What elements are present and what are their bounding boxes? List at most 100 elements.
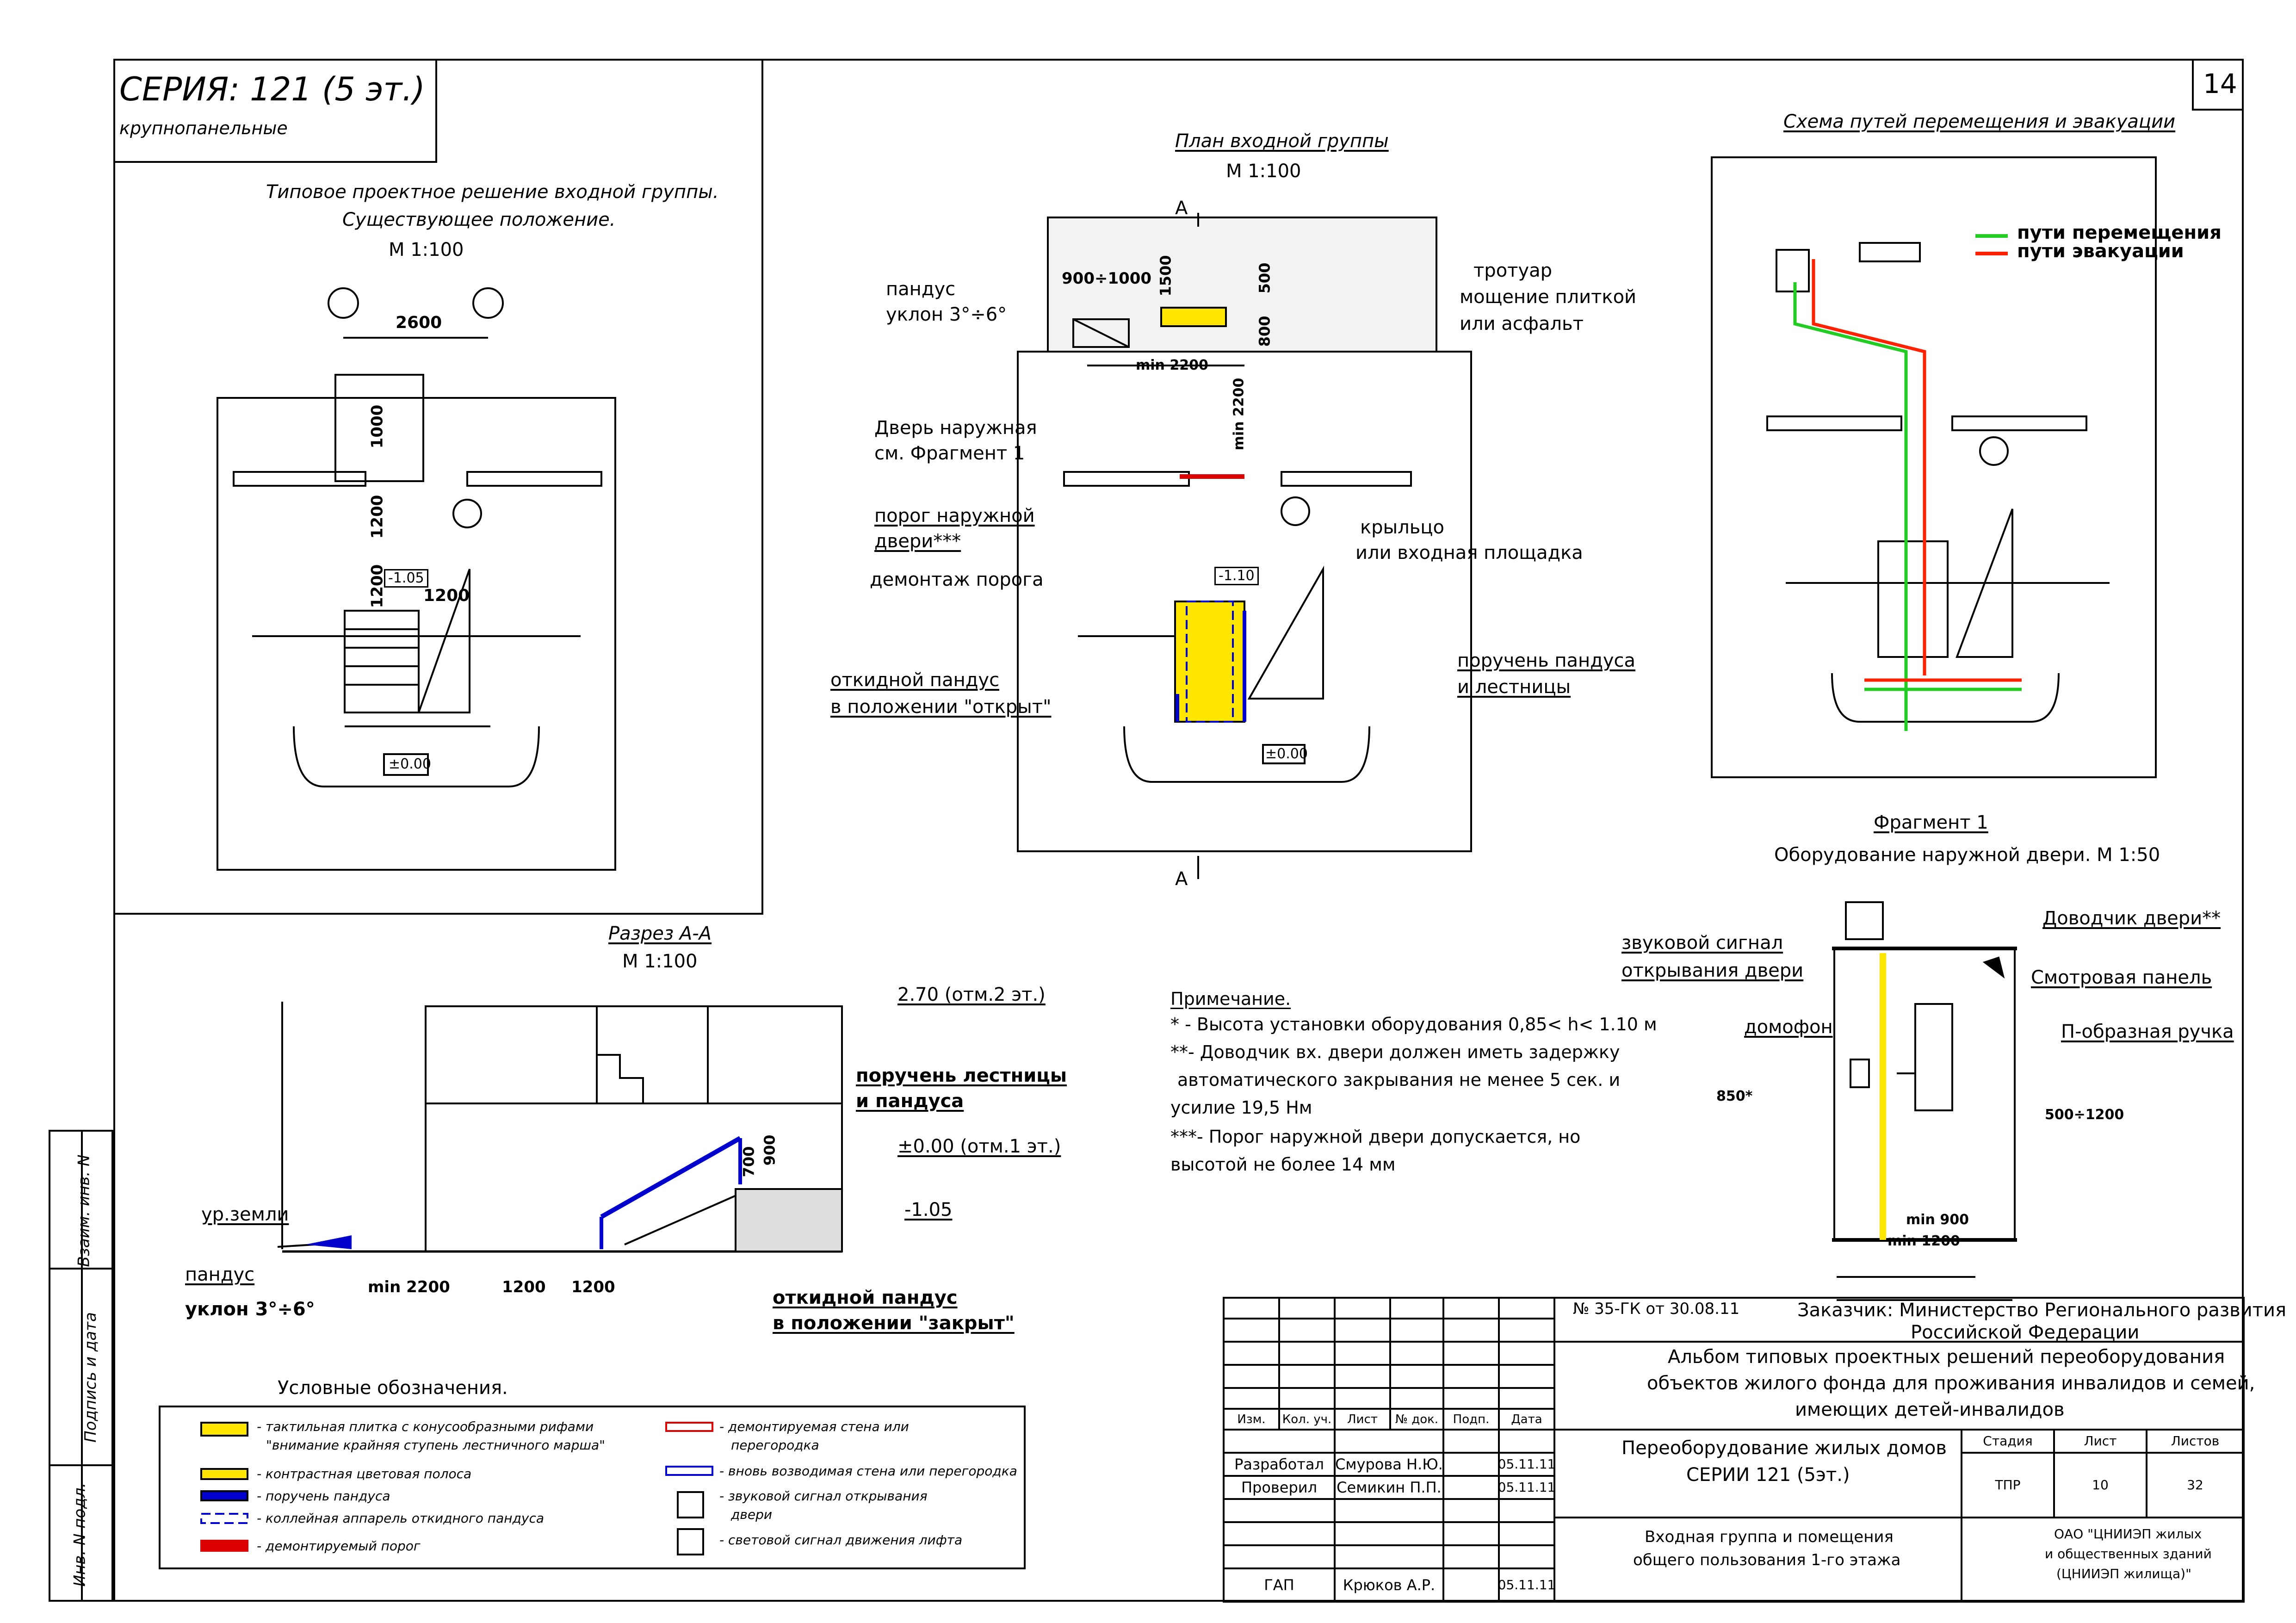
section-level-105: -1.05 [904, 1199, 953, 1220]
existing-scale: М 1:100 [389, 239, 464, 260]
section-handrail-2: и пандуса [856, 1090, 964, 1112]
callout-threshold-1: порог наружной [874, 505, 1035, 527]
section-ramp-1: пандус [185, 1264, 255, 1285]
legend-l4: - коллейная аппарель откидного пандуса [257, 1511, 545, 1526]
tb-doc-2: СЕРИИ 121 (5эт.) [1686, 1464, 1850, 1486]
callout-threshold-2: двери*** [874, 531, 961, 552]
tb-header-3: № док. [1395, 1412, 1439, 1426]
fragment-sound-2: открывания двери [1621, 960, 1804, 981]
tb-org-3: (ЦНИИЭП жилища)" [2056, 1566, 2191, 1581]
callout-sidewalk-3: или асфальт [1460, 313, 1584, 335]
tb-order: № 35-ГК от 30.08.11 [1573, 1300, 1740, 1318]
callout-threshold-removal: демонтаж порога [870, 569, 1044, 590]
legend-r3a: - звуковой сигнал открывания [719, 1488, 928, 1504]
fragment-title: Фрагмент 1 [1874, 812, 1988, 833]
legend-r4: - световой сигнал движения лифта [719, 1532, 963, 1548]
plan-title: План входной группы [1175, 130, 1389, 152]
callout-fold-ramp-2: в положении "открыт" [830, 696, 1052, 718]
callout-door-1: Дверь наружная [874, 417, 1037, 439]
existing-level-000: ±0.00 [389, 756, 431, 772]
tactile-tile [1160, 307, 1227, 327]
tb-role-0: Разработал [1234, 1456, 1324, 1473]
callout-porch-2: или входная площадка [1355, 542, 1583, 564]
tb-header-2: Лист [1347, 1412, 1378, 1426]
callout-sidewalk-1: тротуар [1473, 260, 1553, 281]
side-strip-div2 [49, 1464, 113, 1466]
tb-lists-h: Листов [2171, 1433, 2220, 1449]
tb-stage: ТПР [1995, 1477, 2021, 1493]
evac-legend-move: пути перемещения [2017, 222, 2222, 243]
callout-fold-ramp-1: откидной пандус [830, 669, 1000, 691]
section-fold-2: в положении "закрыт" [773, 1313, 1015, 1334]
callout-ramp-2: уклон 3°÷6° [886, 304, 1007, 325]
fragment-closer: Доводчик двери** [2042, 908, 2221, 929]
plan-level-110: -1.10 [1214, 567, 1259, 585]
tb-role-1: Проверил [1241, 1479, 1318, 1496]
existing-title-1: Типовое проектное решение входной группы… [266, 181, 719, 203]
legend-title: Условные обозначения. [278, 1377, 508, 1399]
plan-section-mark-top: А [1175, 198, 1188, 219]
tb-album-3: имеющих детей-инвалидов [1795, 1399, 2065, 1420]
legend-r3b: двери [731, 1507, 773, 1522]
series-box [113, 59, 437, 163]
tb-header-1: Кол. уч. [1282, 1412, 1332, 1426]
door-opening [1833, 948, 2016, 1241]
tb-date-0: 05.11.11 [1498, 1456, 1556, 1472]
tb-list: 10 [2092, 1477, 2109, 1493]
existing-dim-2600: 2600 [396, 313, 442, 332]
tb-header-4: Подп. [1453, 1412, 1490, 1426]
notes-1: * - Высота установки оборудования 0,85< … [1170, 1014, 1657, 1035]
callout-sidewalk-2: мощение плиткой [1460, 286, 1637, 308]
plan-level-000: ±0.00 [1265, 746, 1308, 762]
tb-album-2: объектов жилого фонда для проживания инв… [1647, 1373, 2255, 1394]
plan-dim-min2200-v: min 2200 [1231, 378, 1247, 451]
tb-header-0: Изм. [1237, 1412, 1266, 1426]
callout-porch-1: крыльцо [1360, 517, 1444, 538]
legend-l3: - поручень пандуса [257, 1488, 390, 1504]
callout-ramp-1: пандус [886, 279, 956, 300]
fragment-dim-850: 850* [1716, 1088, 1753, 1104]
legend-l1b: "внимание крайняя ступень лестничного ма… [266, 1437, 606, 1453]
path-evac [1812, 259, 1926, 675]
entrance-floor-outline [1017, 351, 1472, 852]
tb-list-h: Лист [2084, 1433, 2117, 1449]
existing-dim-1200c: 1200 [423, 586, 470, 605]
tb-name-1: Семикин П.П. [1337, 1479, 1442, 1496]
section-dim-1200b: 1200 [571, 1278, 615, 1296]
notes-title: Примечание. [1170, 989, 1291, 1009]
notes-3a: ***- Порог наружной двери допускается, н… [1170, 1127, 1581, 1147]
side-strip-col [81, 1130, 83, 1602]
plan-dim-9001000: 900÷1000 [1062, 269, 1152, 288]
fragment-sound-1: звуковой сигнал [1621, 932, 1783, 954]
evac-legend-evac: пути эвакуации [2017, 241, 2184, 262]
section-handrail-1: поручень лестницы [856, 1065, 1067, 1086]
plan-dim-800: 800 [1256, 316, 1274, 347]
section-scale: М 1:100 [622, 951, 698, 972]
fragment-handle: П-образная ручка [2061, 1021, 2234, 1042]
notes-2c: усилие 19,5 Нм [1170, 1097, 1312, 1118]
fragment-subtitle: Оборудование наружной двери. М 1:50 [1774, 844, 2160, 866]
section-level-000: ±0.00 (отм.1 эт.) [897, 1136, 1061, 1157]
notes-2b: автоматического закрывания не менее 5 се… [1177, 1070, 1621, 1090]
existing-panel [113, 59, 763, 915]
fold-ramp-open [1174, 601, 1245, 723]
existing-title-2: Существующее положение. [342, 209, 616, 230]
callout-handrail-2: и лестницы [1457, 676, 1571, 698]
plan-dim-min2200: min 2200 [1136, 357, 1208, 373]
tb-header-5: Дата [1511, 1412, 1542, 1426]
plan-scale: М 1:100 [1226, 161, 1301, 182]
existing-dim-1200a: 1200 [368, 495, 387, 539]
legend-r1b: перегородка [731, 1437, 819, 1453]
section-handrail [600, 1136, 742, 1219]
fragment-dim-min1200: min 1200 [1888, 1233, 1960, 1249]
existing-lamp-left [328, 287, 359, 319]
series-subtitle: крупнопанельные [119, 118, 288, 138]
series-title: СЕРИЯ: 121 (5 эт.) [119, 70, 425, 108]
existing-floor-outline [217, 397, 616, 871]
evac-floor-outline [1711, 156, 2157, 778]
evac-title: Схема путей перемещения и эвакуации [1783, 111, 2176, 132]
fragment-dim-5001200: 500÷1200 [2045, 1107, 2124, 1123]
legend-l1a: - тактильная плитка с конусообразными ри… [257, 1419, 594, 1434]
tb-org-1: ОАО "ЦНИИЭП жилых [2054, 1526, 2202, 1542]
